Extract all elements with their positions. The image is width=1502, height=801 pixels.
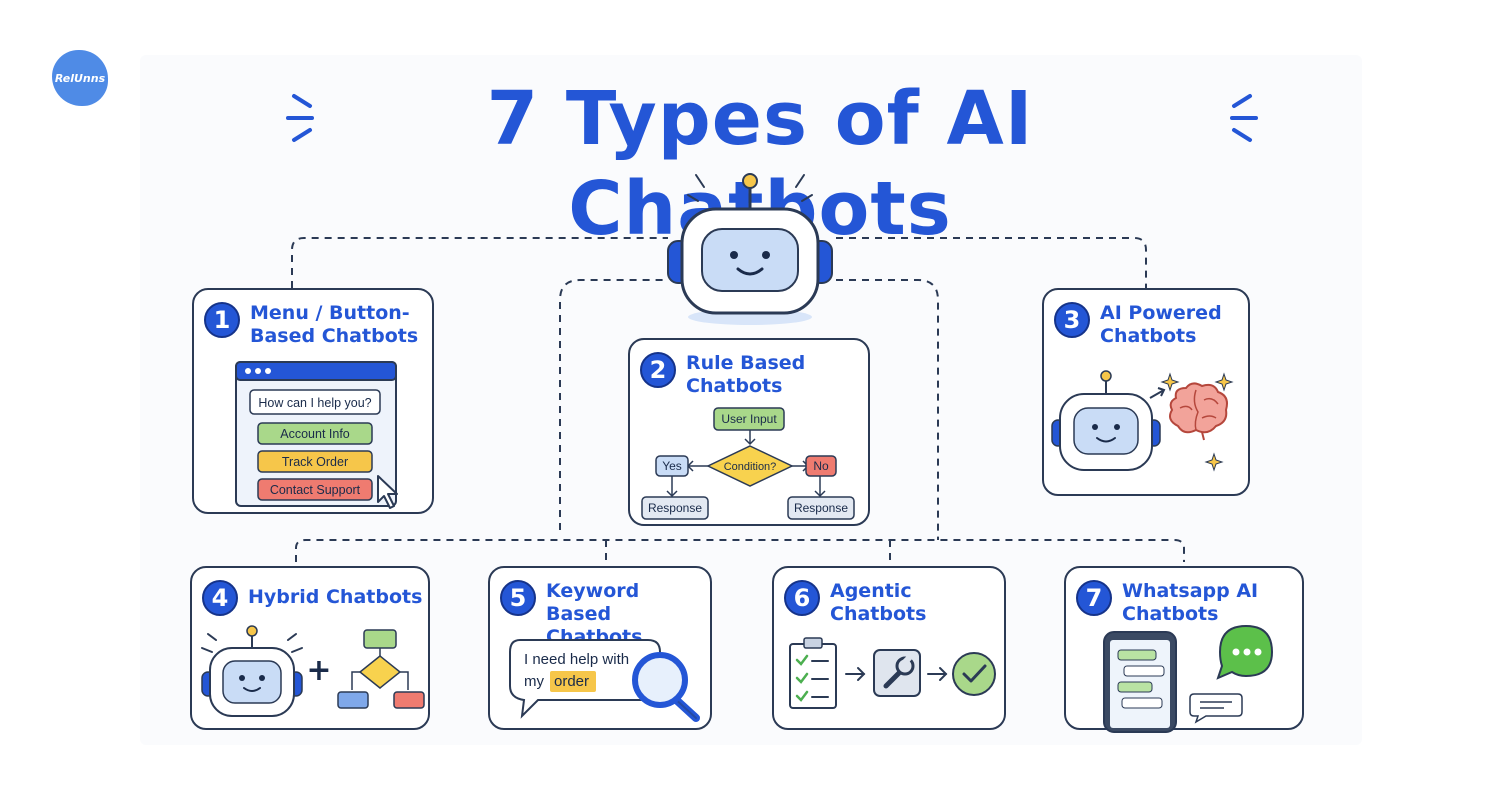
message-text: I need help with	[524, 651, 629, 668]
flow-user-input: User Input	[721, 412, 777, 426]
menu-button-track-order[interactable]	[257, 450, 373, 473]
card-menu-button-chatbots: 1 Menu / Button- Based Chatbots How can …	[192, 288, 434, 514]
flow-response-right: Response	[794, 501, 848, 515]
card-hybrid-chatbots: 4 Hybrid Chatbots +	[190, 566, 430, 730]
card-title: Rule Based Chatbots	[686, 352, 805, 398]
card-title-line: Chatbots	[1122, 603, 1219, 625]
card-title: Menu / Button- Based Chatbots	[250, 302, 418, 348]
menu-button-label: Track Order	[282, 455, 348, 469]
robot-icon	[1051, 370, 1161, 471]
card-title-line: Chatbots	[830, 603, 927, 625]
card-rule-based-chatbots: 2 Rule Based Chatbots User Input Conditi…	[628, 338, 870, 526]
card-keyword-based-chatbots: 5 Keyword Based Chatbots I need help wit…	[488, 566, 712, 730]
card-number-badge: 3	[1054, 302, 1090, 338]
smartphone-icon	[1103, 631, 1177, 733]
card-number-badge: 5	[500, 580, 536, 616]
menu-button-contact-support[interactable]	[257, 478, 373, 501]
highlighted-keyword: order	[554, 673, 589, 690]
message-text: my	[524, 673, 544, 690]
flow-response-left: Response	[648, 501, 702, 515]
mouse-cursor-icon	[377, 475, 398, 509]
checklist-icon	[789, 637, 837, 709]
card-title-line: Agentic	[830, 580, 912, 602]
chat-window-illustration: How can I help you? Account Info Track O…	[235, 361, 398, 509]
card-title-line: AI Powered	[1100, 302, 1222, 324]
keyword-search-illustration: I need help with my order	[509, 639, 700, 722]
card-title: Whatsapp AI Chatbots	[1122, 580, 1258, 626]
wrench-icon	[873, 649, 921, 697]
magnifier-icon	[632, 652, 700, 722]
menu-button-label: Contact Support	[270, 483, 361, 497]
mini-flowchart-icon	[337, 629, 425, 709]
flow-yes: Yes	[662, 459, 682, 473]
flow-condition: Condition?	[724, 461, 777, 473]
card-title-line: Menu / Button-	[250, 302, 410, 324]
card-title: Hybrid Chatbots	[248, 586, 422, 609]
card-title-line: Based Chatbots	[250, 325, 419, 347]
card-title-line: Keyword Based	[546, 580, 640, 625]
whatsapp-chat-illustration	[1103, 624, 1274, 733]
card-ai-powered-chatbots: 3 AI Powered Chatbots	[1042, 288, 1250, 496]
chat-question-text: How can I help you?	[258, 396, 371, 410]
card-title: Agentic Chatbots	[830, 580, 926, 626]
robot-icon	[201, 625, 303, 717]
flow-no: No	[813, 459, 829, 473]
menu-button-label: Account Info	[280, 427, 350, 441]
card-agentic-chatbots: 6 Agentic Chatbots	[772, 566, 1006, 730]
message-bubble-icon	[1189, 693, 1243, 724]
title-sparkle-right-icon	[1230, 94, 1258, 142]
card-number-badge: 7	[1076, 580, 1112, 616]
card-number-badge: 2	[640, 352, 676, 388]
menu-button-account-info[interactable]	[257, 422, 373, 445]
flowchart-illustration: User Input Condition? Yes No Response Re…	[641, 407, 855, 520]
checkmark-icon	[952, 652, 996, 696]
card-title: Keyword Based Chatbots	[546, 580, 710, 649]
card-title: AI Powered Chatbots	[1100, 302, 1222, 348]
robot-mascot-icon	[667, 173, 833, 325]
card-number-badge: 1	[204, 302, 240, 338]
brain-icon	[1169, 382, 1228, 441]
card-title-line: Hybrid Chatbots	[248, 586, 423, 608]
hybrid-illustration: +	[201, 625, 425, 717]
card-title-line: Rule Based	[686, 352, 806, 374]
agentic-workflow-illustration	[789, 637, 996, 709]
brand-logo[interactable]: RelUnns	[52, 50, 108, 106]
card-title-line: Chatbots	[686, 375, 783, 397]
card-title-line: Whatsapp AI	[1122, 580, 1259, 602]
card-number-badge: 6	[784, 580, 820, 616]
card-number-badge: 4	[202, 580, 238, 616]
title-sparkle-left-icon	[286, 94, 314, 142]
card-title-line: Chatbots	[1100, 325, 1197, 347]
chat-bubble-icon	[1216, 624, 1274, 680]
ai-robot-brain-illustration	[1051, 370, 1234, 472]
plus-sign: +	[306, 653, 331, 688]
card-whatsapp-ai-chatbots: 7 Whatsapp AI Chatbots	[1064, 566, 1304, 733]
brand-logo-text: RelUnns	[54, 71, 106, 85]
